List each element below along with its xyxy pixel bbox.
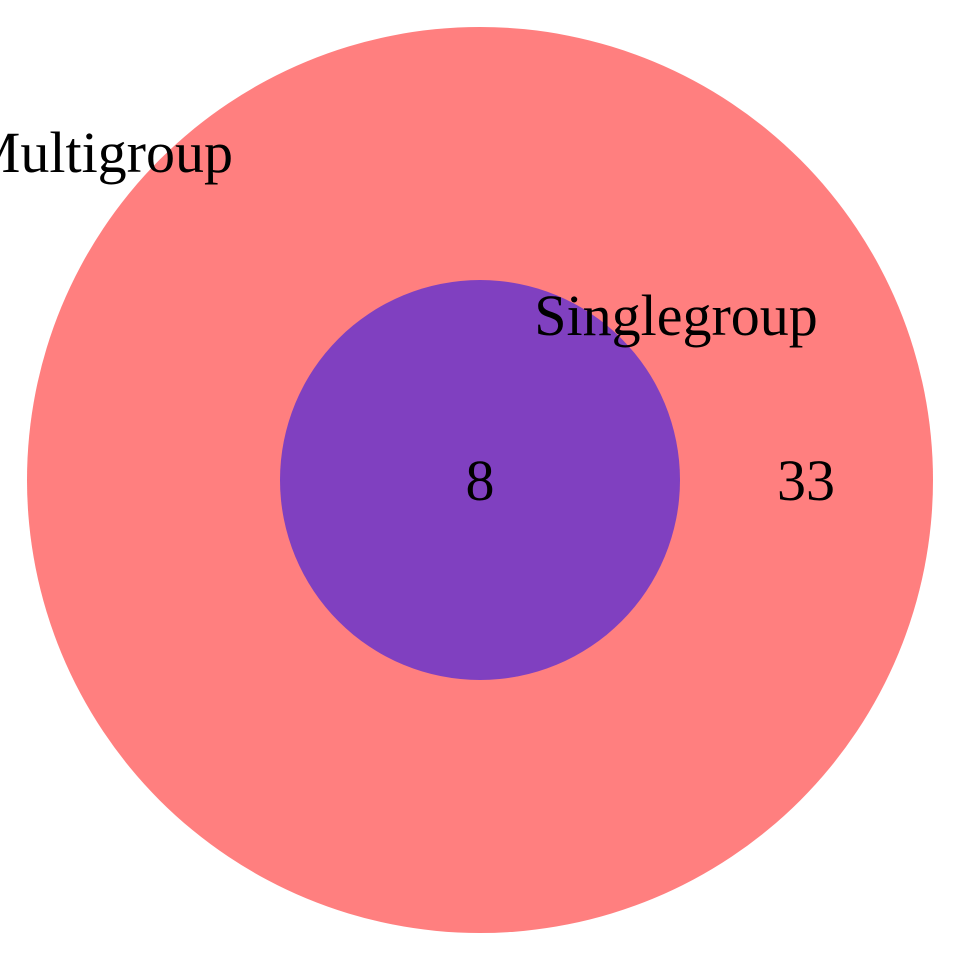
multigroup-label: Multigroup	[0, 120, 233, 185]
singlegroup-circle	[280, 280, 680, 680]
singlegroup-label: Singlegroup	[534, 283, 818, 348]
multigroup-only-count: 33	[777, 448, 835, 513]
intersection-count: 8	[466, 448, 495, 513]
